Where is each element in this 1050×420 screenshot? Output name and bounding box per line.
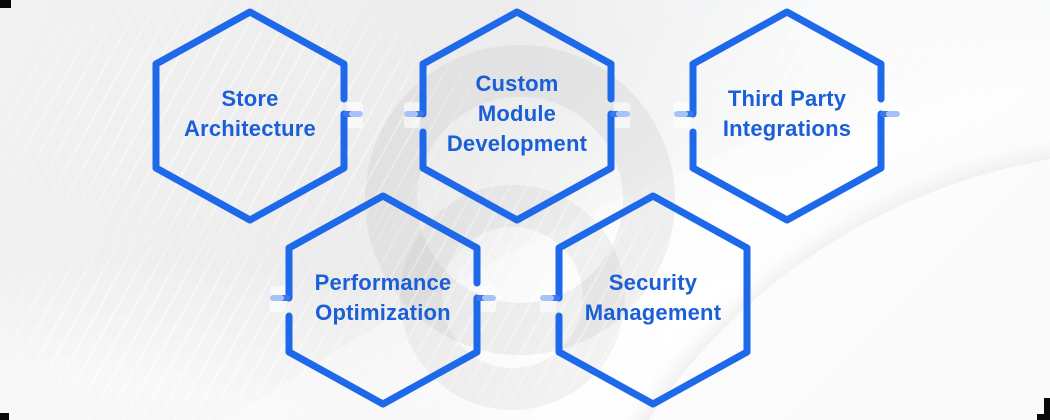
corner-mark-bottom-right-vertical (1044, 398, 1050, 420)
hexagon-outline-security-management (555, 192, 751, 408)
hexagon-outline-upper-third-party-integrations (689, 8, 885, 118)
hexagon-outline-lower-performance-optimization (285, 294, 481, 408)
hexagon-label-store-architecture: Store Architecture (184, 86, 316, 141)
hexagon-label-security-management: Security Management (584, 270, 722, 325)
hexagon-outline-lower-third-party-integrations (689, 110, 885, 224)
hexagon-outline-upper-performance-optimization (285, 192, 481, 302)
background-stripes-center (330, 150, 730, 420)
background-stripes-bottom-left (0, 230, 380, 420)
hexagon-label-third-party-integrations: Third Party Integrations (722, 86, 852, 141)
corner-mark-bottom-left (0, 413, 9, 420)
hexagon-outline-lower-custom-module-development (419, 110, 615, 224)
hexagon-outline-store-architecture (152, 8, 348, 224)
corner-mark-bottom-right-horizontal (1037, 414, 1050, 420)
hexagon-label-custom-module-development: Custom Module Development (446, 71, 588, 156)
background-stripes-top-right (690, 0, 1050, 160)
hexagon-label-performance-optimization: Performance Optimization (314, 270, 452, 325)
hexagon-outline-upper-custom-module-development (419, 8, 615, 118)
corner-mark-top-left (0, 0, 11, 8)
